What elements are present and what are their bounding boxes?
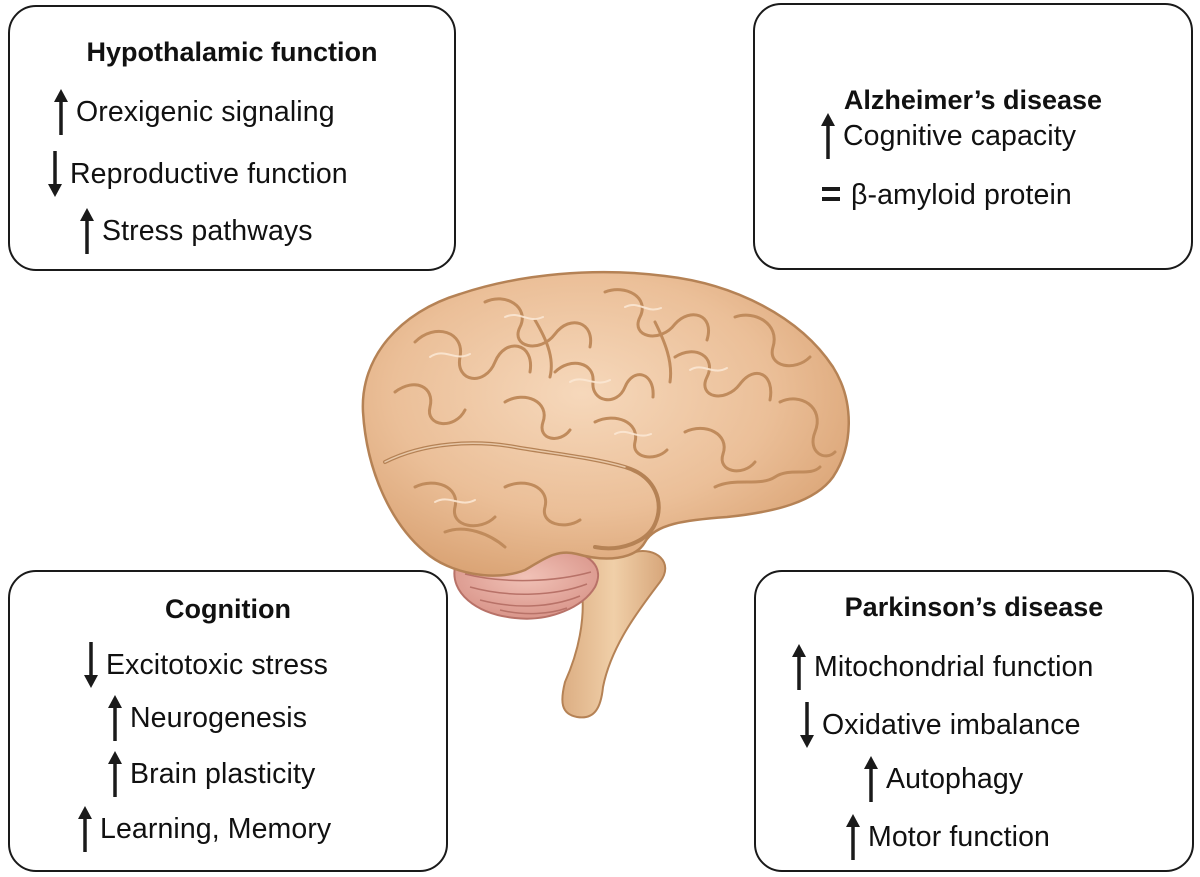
- list-item: Cognitive capacity: [817, 111, 1076, 161]
- item-label: Brain plasticity: [130, 757, 316, 790]
- cognition-box: Cognition Excitotoxic stress Neurogenesi…: [8, 570, 448, 872]
- arrow-up-icon: [817, 111, 839, 161]
- list-item: Stress pathways: [76, 206, 313, 256]
- brain-image: [361, 270, 850, 719]
- arrow-up-icon: [74, 804, 96, 854]
- item-label: Learning, Memory: [100, 812, 332, 845]
- box-title: Hypothalamic function: [86, 37, 378, 67]
- alzheimers-disease-box: Alzheimer’s disease Cognitive capacity β…: [753, 3, 1193, 270]
- item-label: Reproductive function: [70, 157, 348, 190]
- arrow-up-icon: [788, 642, 810, 692]
- list-item: Neurogenesis: [104, 693, 307, 743]
- box-title: Cognition: [165, 594, 291, 624]
- arrow-up-icon: [104, 693, 126, 743]
- list-item: Orexigenic signaling: [50, 87, 335, 137]
- equals-icon: [817, 170, 847, 220]
- arrow-up-icon: [104, 749, 126, 799]
- list-item: Mitochondrial function: [788, 642, 1093, 692]
- list-item: Excitotoxic stress: [80, 640, 328, 690]
- arrow-down-icon: [80, 640, 102, 690]
- list-item: Reproductive function: [44, 149, 348, 199]
- arrow-up-icon: [842, 812, 864, 862]
- item-label: Excitotoxic stress: [106, 648, 328, 681]
- brain-sulci: [393, 288, 837, 549]
- hypothalamic-function-box: Hypothalamic function Orexigenic signali…: [8, 5, 456, 271]
- list-item: Oxidative imbalance: [796, 700, 1081, 750]
- parkinsons-disease-box: Parkinson’s disease Mitochondrial functi…: [754, 570, 1194, 872]
- arrow-down-icon: [796, 700, 818, 750]
- item-label: Mitochondrial function: [814, 650, 1094, 683]
- brain-illustration: [355, 262, 860, 724]
- item-label: Neurogenesis: [130, 701, 308, 734]
- item-label: Oxidative imbalance: [822, 708, 1081, 741]
- item-label: β-amyloid protein: [851, 178, 1072, 211]
- arrow-up-icon: [76, 206, 98, 256]
- item-label: Autophagy: [886, 762, 1024, 795]
- list-item: Motor function: [842, 812, 1050, 862]
- arrow-up-icon: [50, 87, 72, 137]
- list-item: β-amyloid protein: [817, 170, 1072, 220]
- item-label: Stress pathways: [102, 214, 313, 247]
- arrow-up-icon: [860, 754, 882, 804]
- item-label: Cognitive capacity: [843, 119, 1077, 152]
- list-item: Learning, Memory: [74, 804, 331, 854]
- cerebrum: [361, 270, 850, 577]
- arrow-down-icon: [44, 149, 66, 199]
- item-label: Motor function: [868, 820, 1050, 853]
- item-label: Orexigenic signaling: [76, 95, 335, 128]
- list-item: Brain plasticity: [104, 749, 315, 799]
- box-title: Parkinson’s disease: [844, 592, 1104, 622]
- list-item: Autophagy: [860, 754, 1023, 804]
- box-title: Alzheimer’s disease: [843, 85, 1103, 115]
